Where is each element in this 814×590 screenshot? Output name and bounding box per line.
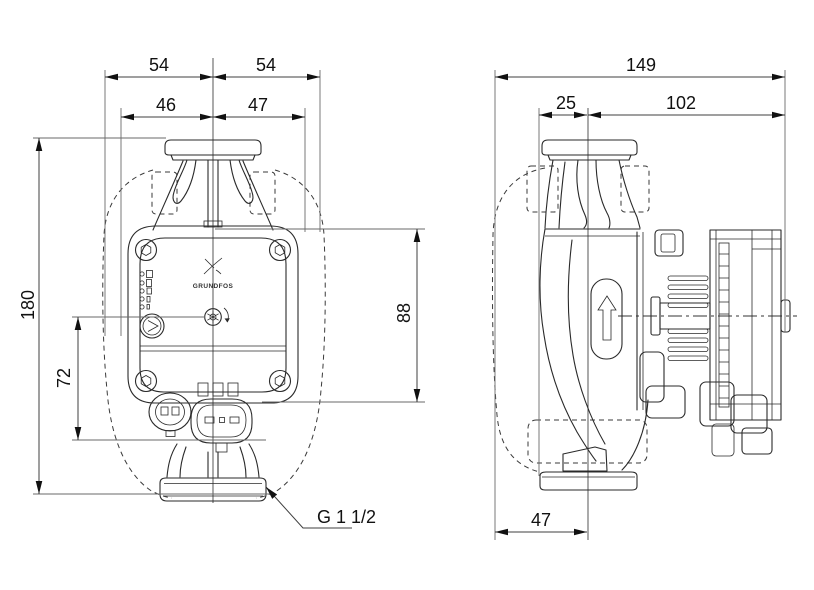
front-dimensions: 54 54 46 47 180 72 88 G 1 1/2 [18, 55, 421, 529]
side-bottom-flange [539, 471, 638, 491]
shaft-hub [650, 296, 711, 336]
corner-screw-icons [134, 238, 292, 393]
dim-axis-to-bottom: 72 [54, 368, 74, 388]
front-shell-pad-left [151, 171, 178, 215]
connection-thread-label: G 1 1/2 [317, 507, 376, 527]
side-shell-pad-bottom [527, 419, 648, 464]
dim-top-outer-left: 54 [149, 55, 169, 75]
side-foot [562, 446, 608, 472]
front-bottom-neck [166, 443, 260, 478]
terminal-block [197, 382, 239, 397]
front-view: GRUNDFOS [18, 55, 425, 529]
front-connector-plugs [148, 392, 253, 453]
side-top-flange [541, 139, 638, 161]
grundfos-logo-icon: GRUNDFOS [193, 257, 234, 290]
motor-end-boss [780, 299, 791, 333]
dim-shell-to-axis-bottom: 47 [531, 510, 551, 530]
dim-overall-depth: 149 [626, 55, 656, 75]
side-insulation-shell-dashed [491, 165, 650, 473]
flow-direction-medallion [590, 278, 623, 360]
side-view: 149 25 102 47 [491, 55, 797, 540]
up-arrow-icon [597, 295, 617, 341]
front-control-box: GRUNDFOS [127, 225, 299, 404]
center-knob-icon [204, 307, 230, 326]
dim-axis-to-motor-end: 102 [666, 93, 696, 113]
dim-control-box-height: 88 [394, 303, 414, 323]
thread-callout: G 1 1/2 [265, 486, 376, 529]
front-insulation-shell-dashed [102, 169, 326, 499]
dim-top-inner-right: 47 [248, 95, 268, 115]
side-neck-struts [544, 159, 641, 229]
side-shell-pad-right [620, 165, 650, 213]
dim-front-to-axis: 25 [556, 93, 576, 113]
mode-button-chevron-icon [139, 313, 165, 339]
front-shell-pad-right [249, 171, 276, 215]
side-dimensions: 149 25 102 47 [495, 55, 785, 536]
dim-top-inner-left: 46 [156, 95, 176, 115]
front-extension-lines [33, 70, 425, 495]
dim-top-outer-right: 54 [256, 55, 276, 75]
dim-overall-height: 180 [18, 290, 38, 320]
side-shell-pad-left [526, 165, 559, 213]
grundfos-logo-text: GRUNDFOS [193, 283, 234, 290]
front-neck-struts [152, 159, 274, 231]
side-volute-body [539, 228, 686, 471]
cooling-fins [667, 275, 709, 361]
led-status-column-icon [139, 270, 153, 310]
motor-connector [699, 381, 773, 457]
side-motor [650, 229, 791, 457]
front-top-flange [164, 139, 262, 161]
side-extension-lines [494, 70, 786, 540]
